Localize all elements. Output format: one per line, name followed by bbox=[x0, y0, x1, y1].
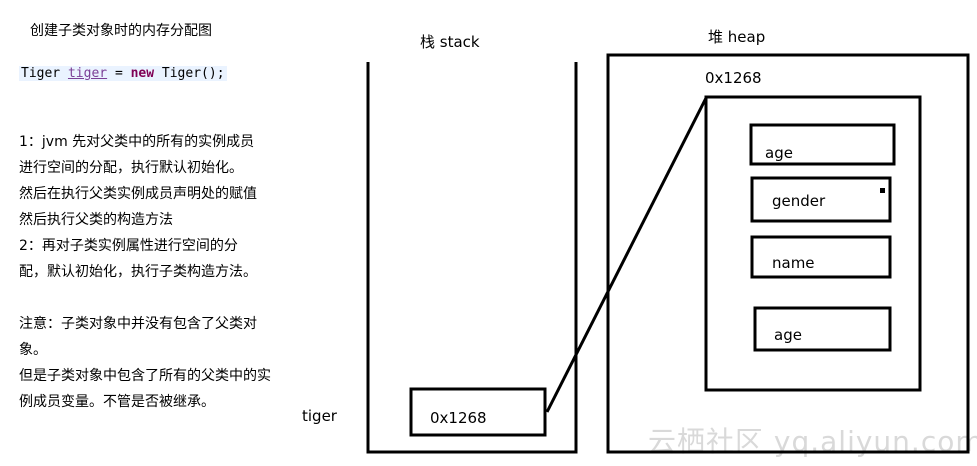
field-box-gender bbox=[750, 176, 892, 223]
diagram-title: 创建子类对象时的内存分配图 bbox=[30, 23, 212, 39]
field-box-age-2 bbox=[753, 306, 892, 352]
code-equals: = bbox=[114, 66, 123, 81]
stack-variable-label: tiger bbox=[302, 407, 338, 425]
field-label-name: name bbox=[772, 254, 815, 272]
note-line: 进行空间的分配，执行默认初始化。 bbox=[19, 160, 243, 176]
note-line: 1：jvm 先对父类中的所有的实例成员 bbox=[19, 134, 255, 150]
note-line: 然后执行父类的构造方法 bbox=[19, 212, 173, 228]
field-box-age bbox=[749, 123, 896, 166]
note-line: 例成员变量。不管是否被继承。 bbox=[19, 394, 215, 410]
code-variable: tiger bbox=[67, 66, 108, 81]
field-label-gender: gender bbox=[772, 192, 826, 210]
field-marker-dot bbox=[880, 188, 885, 193]
note-line: 象。 bbox=[19, 342, 47, 358]
heap-object-box bbox=[704, 95, 922, 392]
stack-reference-box bbox=[409, 387, 547, 437]
heap-object-address: 0x1268 bbox=[705, 69, 762, 87]
code-line: Tiger tiger = new Tiger(); bbox=[19, 66, 227, 81]
field-label-age: age bbox=[765, 144, 793, 162]
field-label-age-2: age bbox=[774, 326, 802, 344]
stack-reference-value: 0x1268 bbox=[430, 409, 487, 427]
note-line: 2：再对子类实例属性进行空间的分 bbox=[19, 238, 238, 254]
stack-label: 栈 stack bbox=[420, 33, 480, 51]
note-line: 配，默认初始化，执行子类构造方法。 bbox=[19, 264, 257, 280]
code-class-name: Tiger bbox=[21, 66, 61, 81]
code-new-keyword: new bbox=[130, 66, 155, 81]
heap-frame bbox=[606, 53, 970, 454]
reference-line bbox=[545, 97, 708, 413]
stack-frame bbox=[366, 62, 578, 454]
explanation-notes: 1：jvm 先对父类中的所有的实例成员 进行空间的分配，执行默认初始化。 然后在… bbox=[19, 129, 271, 415]
note-line: 然后在执行父类实例成员声明处的赋值 bbox=[19, 186, 257, 202]
note-line: 但是子类对象中包含了所有的父类中的实 bbox=[19, 368, 271, 384]
code-constructor: Tiger(); bbox=[161, 66, 225, 81]
note-line: 注意：子类对象中并没有包含了父类对 bbox=[19, 316, 257, 332]
field-box-name bbox=[750, 235, 892, 279]
heap-label: 堆 heap bbox=[708, 28, 765, 46]
